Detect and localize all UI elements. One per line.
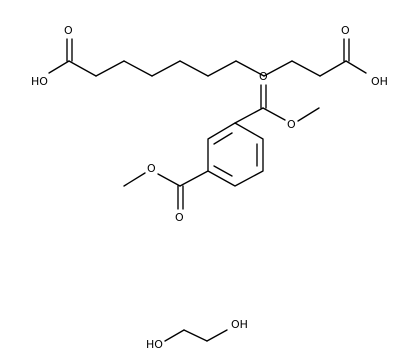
- carbon-carbon-bond: [183, 329, 208, 342]
- hydroxyl-label: HO: [146, 338, 163, 351]
- top-ester-carbon-bond: [234, 107, 264, 124]
- c6-c7-bond: [207, 60, 237, 77]
- ring-inner-double-bond-left: [213, 132, 233, 145]
- bottom-ester-oxygen-bond: [157, 173, 181, 187]
- c3-c4-bond: [123, 60, 153, 77]
- nonanedioic-acid-molecule: O HO O OH: [31, 24, 388, 88]
- c4-c5-bond: [151, 60, 181, 77]
- hydroxyl-label: OH: [371, 75, 388, 88]
- oxygen-label: O: [287, 118, 296, 131]
- bottom-methyl-bond: [123, 172, 146, 187]
- hydroxyl-label: OH: [231, 318, 248, 331]
- bottom-ester-carbon-bond: [179, 170, 209, 187]
- ring-inner-double-bond-bottom: [213, 165, 233, 177]
- left-oh-carbon-bond: [164, 329, 185, 342]
- left-hydroxyl-bond: [48, 60, 70, 74]
- oxygen-label: O: [175, 211, 184, 224]
- hydroxyl-label: HO: [31, 75, 48, 88]
- c9-c10-bond: [291, 60, 321, 77]
- c8-c9-bond: [263, 60, 293, 77]
- oxygen-label: O: [147, 162, 156, 175]
- c1-c2-bond: [68, 60, 97, 77]
- c7-c8-bond: [235, 60, 265, 77]
- c10-c11-bond: [319, 60, 347, 77]
- dimethyl-terephthalate-molecule: O O O O: [123, 70, 320, 224]
- oxygen-label: O: [341, 24, 350, 37]
- top-ester-oxygen-bond: [262, 107, 286, 121]
- right-carbon-oh-bond: [206, 329, 228, 342]
- right-hydroxyl-bond: [345, 60, 367, 74]
- ethylene-glycol-molecule: HO OH: [146, 318, 248, 351]
- oxygen-label: O: [64, 24, 73, 37]
- oxygen-label: O: [259, 70, 268, 83]
- c2-c3-bond: [95, 60, 125, 77]
- benzene-ring: [207, 122, 264, 187]
- c5-c6-bond: [179, 60, 209, 77]
- top-methyl-bond: [297, 107, 320, 122]
